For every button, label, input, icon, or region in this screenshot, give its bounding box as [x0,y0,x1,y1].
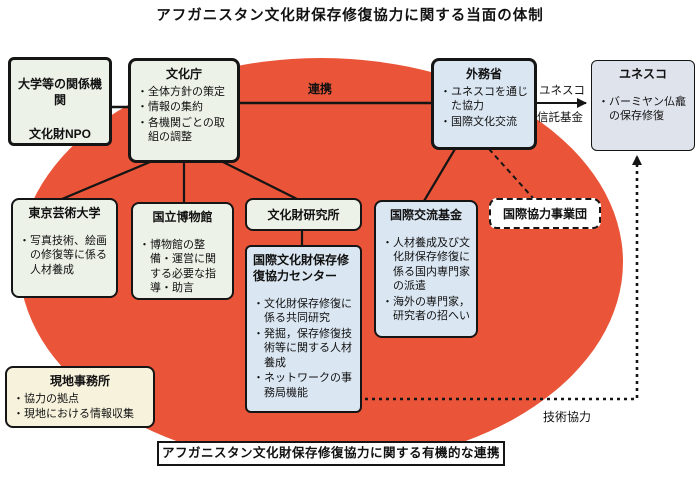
box-foreign-ministry-title: 外務省 [465,67,502,81]
dotted-gijutsu-path [365,155,642,401]
link-bunkacho-kenkyujo [220,160,298,200]
bullet: ・バーミヤン仏龕の保存修復 [598,95,686,123]
link-bunkacho-geidai [61,160,151,201]
box-tokyo-geidai: 東京芸術大学 ・写真技術、絵画の修復等に係る人材養成 [11,198,118,298]
bullet: ・協力の拠点 [13,392,79,405]
box-conservation-center-title: 国際文化財保存修復協力センター [253,253,350,283]
related-institutions-line2: 文化財NPO [28,126,91,141]
bullet: ・海外の専門家，研究者の招へい [382,295,470,323]
bullet: ・ユネスコを通じた協力 [440,85,528,113]
box-jica: 国際協力事業団 [489,198,601,229]
bullet: ・人材養成及び文化財保存修復に係る国内専門家の派遣 [382,236,470,293]
box-tokyo-geidai-title: 東京芸術大学 [28,206,101,220]
box-research-institute: 文化財研究所 [245,198,362,231]
box-japan-foundation-title: 国際交流基金 [389,208,462,222]
bullet: ・文化財保存修復に係る共同研究 [253,297,352,325]
bullet: ・国際文化交流 [440,115,517,128]
bottom-banner: アフガニスタン文化財保存修復協力に関する有機的な連携 [157,441,505,466]
box-local-office: 現地事務所 ・協力の拠点 ・現地における情報収集 [5,366,155,428]
box-foreign-ministry: 外務省 ・ユネスコを通じた協力 ・国際文化交流 [431,58,537,150]
label-gijutsu-kyoryoku: 技術協力 [543,410,592,424]
bullet: ・現地における情報収集 [13,408,134,421]
related-institutions-line1: 大学等の関係機関 [17,77,102,107]
box-agency-cultural-affairs: 文化庁 ・全体方針の策定 ・情報の集約 ・各機関ごとの取組の調整 [128,58,240,163]
label-unesco-fund-bottom: 信託基金 [537,112,583,124]
label-renkei: 連携 [308,82,333,96]
label-unesco-fund-top: ユネスコ [539,85,585,97]
link-gaimusho-jigyodan [488,148,534,199]
box-jica-title: 国際協力事業団 [502,207,587,221]
bullet: ・情報の集約 [137,101,203,114]
box-national-museum-title: 国立博物館 [152,210,213,224]
link-gaimusho-kikin [423,148,456,202]
page-title: アフガニスタン文化財保存修復協力に関する当面の体制 [156,8,544,24]
bullet: ・全体方針の策定 [137,85,225,98]
box-conservation-center: 国際文化財保存修復協力センター ・文化財保存修復に係る共同研究 ・発掘，保存修復… [245,245,362,413]
bullet: ・ネットワークの事務局機能 [253,372,352,399]
box-agency-cultural-affairs-title: 文化庁 [165,67,202,81]
box-related-institutions: 大学等の関係機関 文化財NPO [8,57,112,146]
box-unesco-title: ユネスコ [618,67,667,81]
bullet: ・博物館の整備・運営に関する必要な指導・助言 [139,238,216,295]
bullet: ・各機関ごとの取組の調整 [137,116,225,144]
box-unesco: ユネスコ ・バーミヤン仏龕の保存修復 [591,60,695,151]
box-national-museum: 国立博物館 ・博物館の整備・運営に関する必要な指導・助言 [131,202,234,300]
box-local-office-title: 現地事務所 [49,374,110,388]
bullet: ・発掘，保存修復技術等に関する人材養成 [253,327,352,369]
box-japan-foundation: 国際交流基金 ・人材養成及び文化財保存修復に係る国内専門家の派遣 ・海外の専門家… [374,200,478,338]
bullet: ・写真技術、絵画の修復等に係る人材養成 [19,234,107,276]
box-research-institute-title: 文化財研究所 [267,208,340,222]
